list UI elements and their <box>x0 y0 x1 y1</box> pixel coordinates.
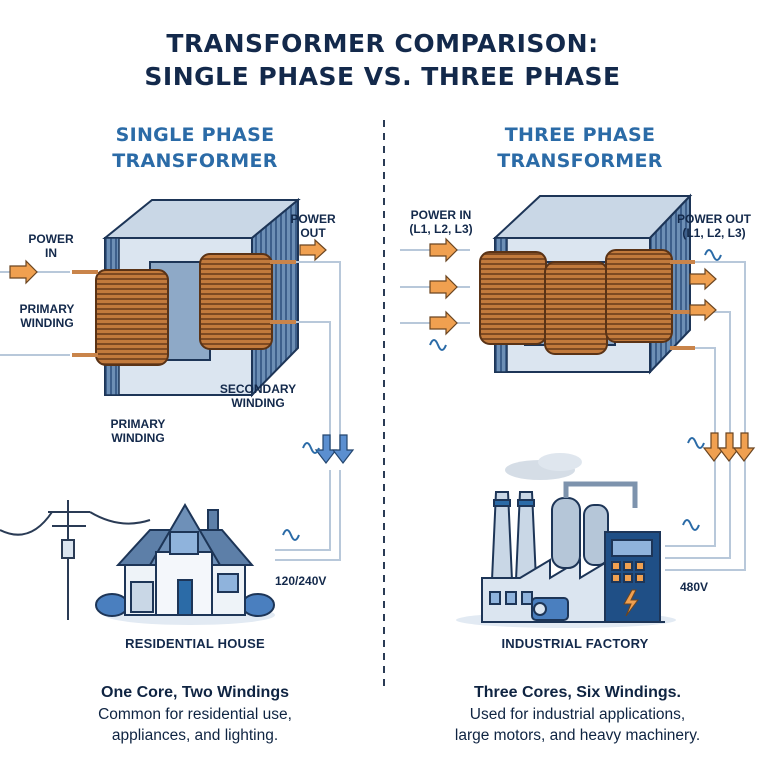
three-phase-heading: THREE PHASE TRANSFORMER <box>445 122 715 174</box>
single-phase-heading: SINGLE PHASE TRANSFORMER <box>60 122 330 174</box>
three-phase-power-in-label: POWER IN (L1, L2, L3) <box>409 208 473 236</box>
ac-wave-icon <box>704 249 722 261</box>
single-phase-heading-line2: TRANSFORMER <box>112 150 278 172</box>
arrow-icon <box>429 237 717 336</box>
lightning-icon <box>623 589 639 617</box>
arrow-icon <box>9 238 327 285</box>
factory-icon <box>456 453 676 628</box>
house-icon <box>95 503 275 625</box>
page-title-line2: SINGLE PHASE VS. THREE PHASE <box>144 62 621 91</box>
power-out-label: POWER OUT <box>290 212 336 240</box>
single-phase-wires <box>0 261 341 561</box>
three-phase-caption-title: Three Cores, Six Windings. <box>473 684 681 701</box>
single-phase-caption: One Core, Two Windings Common for reside… <box>40 682 350 746</box>
industrial-factory-label: INDUSTRIAL FACTORY <box>501 636 649 651</box>
single-phase-voltage: 120/240V <box>275 574 327 588</box>
residential-house-label: RESIDENTIAL HOUSE <box>125 636 265 651</box>
primary-winding-label-bottom: PRIMARY WINDING <box>110 417 166 445</box>
single-phase-heading-line1: SINGLE PHASE <box>115 124 275 146</box>
utility-pole-icon <box>0 500 151 620</box>
single-phase-caption-title: One Core, Two Windings <box>101 684 289 701</box>
ac-wave-icon <box>682 519 700 531</box>
page-title-line1: TRANSFORMER COMPARISON: <box>166 29 599 58</box>
single-phase-transformer-icon <box>72 197 301 398</box>
three-phase-heading-line2: TRANSFORMER <box>497 150 663 172</box>
single-phase-caption-line2: appliances, and lighting. <box>111 727 279 744</box>
three-phase-power-out-label: POWER OUT (L1, L2, L3) <box>677 212 751 240</box>
three-phase-caption-line1: Used for industrial applications, <box>469 706 686 723</box>
primary-winding-label: PRIMARY WINDING <box>19 302 75 330</box>
ac-wave-icon <box>429 339 447 351</box>
three-phase-voltage: 480V <box>680 580 709 594</box>
page-title: TRANSFORMER COMPARISON: SINGLE PHASE VS.… <box>0 27 765 93</box>
three-phase-caption-line2: large motors, and heavy machinery. <box>454 727 701 744</box>
three-phase-caption: Three Cores, Six Windings. Used for indu… <box>405 682 750 746</box>
ac-wave-icon <box>687 437 705 449</box>
arrow-icon <box>702 432 756 462</box>
power-in-label: POWER IN <box>28 232 74 260</box>
single-phase-caption-line1: Common for residential use, <box>98 706 292 723</box>
arrow-icon <box>314 434 355 464</box>
ac-wave-icon <box>302 442 320 454</box>
three-phase-transformer-icon <box>479 193 695 375</box>
ac-wave-icon <box>282 529 300 541</box>
secondary-winding-label: SECONDARY WINDING <box>219 382 297 410</box>
three-phase-heading-line1: THREE PHASE <box>504 124 656 146</box>
